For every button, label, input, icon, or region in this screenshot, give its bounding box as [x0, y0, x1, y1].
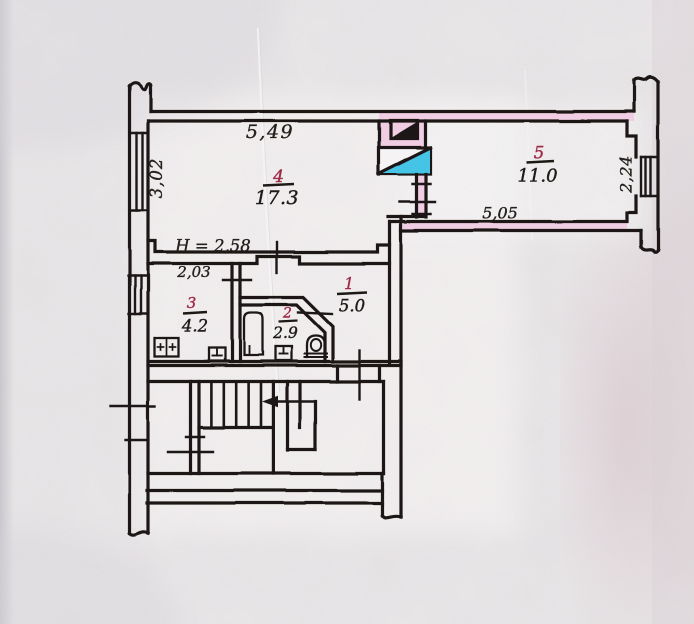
ceiling-height: H = 2,58	[174, 237, 250, 256]
dim-room4-depth-group: 3,02	[147, 157, 166, 199]
kitchen-sink	[207, 346, 227, 363]
pink-top-wall	[379, 112, 634, 121]
room4-window	[128, 131, 150, 212]
kitchen-bath-wall	[221, 261, 253, 364]
toilet	[303, 334, 328, 362]
bathroom-sink	[273, 345, 293, 362]
left-outer-wall	[127, 81, 153, 537]
room5-window	[639, 155, 660, 198]
bathroom-area: 2.9	[272, 324, 298, 342]
left-wall-break-bottom	[127, 530, 151, 537]
kitchen-number: 3	[187, 294, 197, 312]
right-stub-break	[379, 513, 404, 520]
labels: 5,49 3,02 4 17.3 H = 2,58 5 11.0 5,05 2,…	[147, 121, 636, 342]
hall-number: 1	[344, 275, 354, 293]
right-outer-wall	[625, 75, 661, 254]
room5-number: 5	[534, 144, 545, 163]
room5-area: 11.0	[517, 166, 557, 187]
stair-treads	[210, 380, 263, 429]
staircase	[109, 379, 386, 476]
pink-room5-bottom-wall	[402, 222, 627, 230]
dim-room4-width: 5,49	[246, 121, 294, 143]
stair-direction-arrow	[262, 395, 317, 408]
kitchen-underline	[182, 310, 208, 315]
stove	[153, 336, 180, 358]
stair-vestibule	[335, 348, 382, 401]
room4-underline	[262, 182, 295, 187]
dim-room5-depth: 2,24	[617, 155, 636, 194]
left-pilaster-break	[127, 81, 153, 92]
room5-bottom-wall	[388, 219, 643, 233]
paper-crease	[256, 27, 533, 393]
room4-room5-partition	[386, 172, 437, 219]
room4-number: 4	[272, 167, 284, 187]
pink-vent-wall	[416, 174, 426, 217]
dim-room5-width: 5,05	[482, 204, 518, 223]
hall-underline	[336, 291, 368, 296]
room5-underline	[526, 159, 555, 164]
room4-area: 17.3	[255, 187, 299, 209]
top-wall	[146, 109, 636, 123]
bottom-outer-wall	[145, 471, 404, 520]
bathtub	[242, 311, 264, 357]
fixtures	[153, 311, 328, 363]
vent-black-triangle	[391, 122, 417, 138]
dim-room5-depth-group: 2,24	[616, 155, 636, 194]
kitchen-window	[127, 274, 149, 315]
bathroom-underline	[278, 319, 298, 323]
bathroom-door-mark	[296, 311, 334, 316]
dim-kitchen-width: 2,03	[176, 263, 210, 281]
vent-diagonal-line	[376, 145, 433, 176]
kitchen-area: 4.2	[181, 317, 208, 336]
right-wall-break-bottom	[638, 244, 661, 254]
right-wall-break-top	[631, 75, 661, 85]
hall-area: 5.0	[339, 297, 365, 316]
vent-symbol-box	[388, 118, 420, 141]
dim-room4-depth: 3,02	[147, 158, 166, 199]
bathroom-number: 2	[282, 306, 292, 322]
vent-block	[376, 118, 433, 176]
